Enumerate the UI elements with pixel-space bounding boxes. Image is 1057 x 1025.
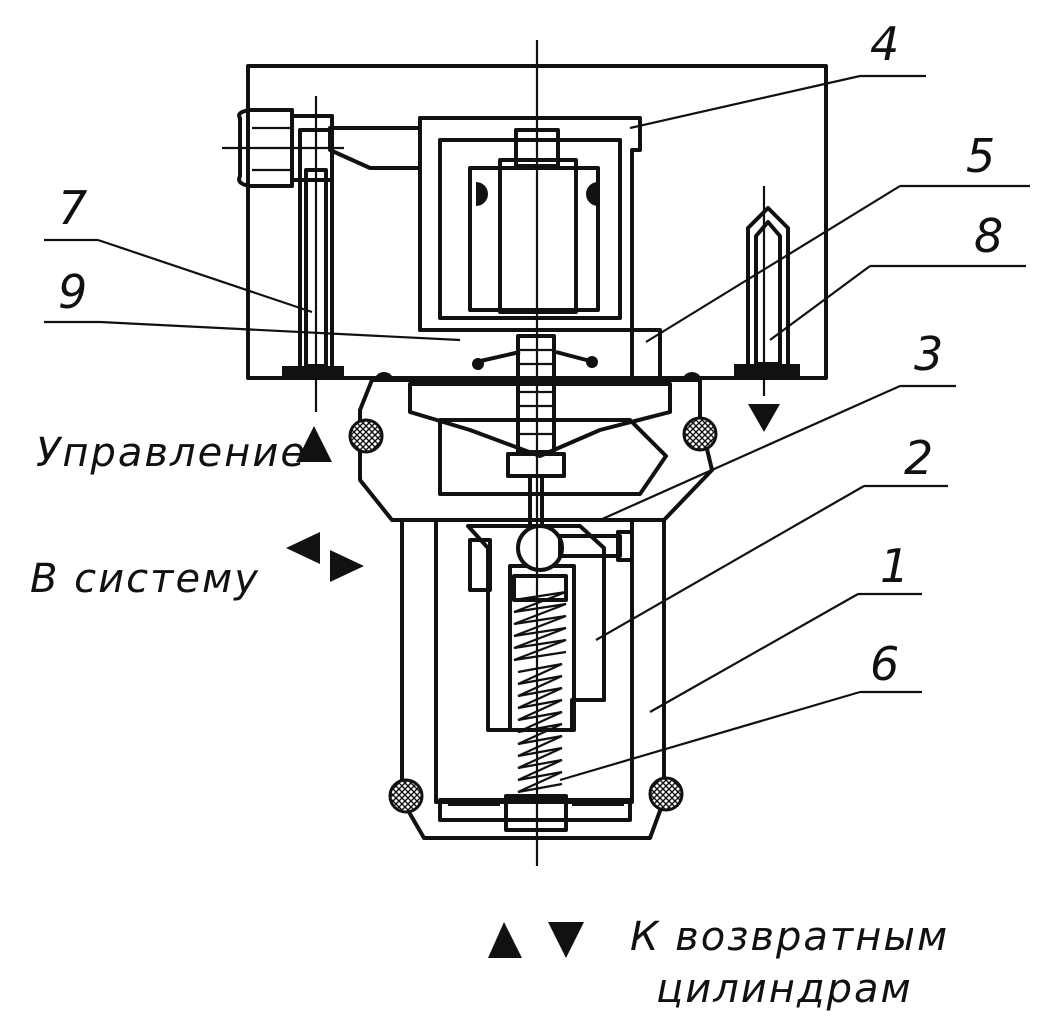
ball-part-3	[516, 524, 634, 572]
bottom-plate	[438, 794, 632, 832]
arrow-system-left	[286, 532, 320, 564]
callout-number-4: 4	[870, 17, 899, 71]
callout-number-8: 8	[974, 209, 1003, 263]
callout-number-3: 3	[914, 327, 943, 381]
label-to-system: В систему	[30, 556, 260, 602]
callout-number-2: 2	[904, 431, 933, 485]
callout-number-9: 9	[58, 265, 87, 319]
arrow-return-down	[548, 922, 584, 958]
o-ring-right-lower	[648, 776, 684, 812]
callout-number-1: 1	[880, 539, 909, 593]
screw-part-8	[734, 220, 800, 378]
arrow-system-right	[330, 550, 364, 582]
arrow-drain-down	[748, 404, 780, 432]
o-ring-small-right	[682, 372, 702, 382]
o-ring-left-lower	[388, 778, 424, 814]
screw-part-7	[282, 168, 344, 380]
label-to-return-line1: К возвратным	[630, 914, 949, 960]
arrow-control-up	[296, 426, 332, 462]
spring-part-6	[512, 574, 568, 794]
callout-leaders	[44, 74, 1030, 782]
label-control: Управление	[36, 430, 307, 476]
callout-number-6: 6	[870, 637, 899, 691]
o-ring-right-upper	[682, 416, 718, 452]
callout-number-7: 7	[58, 181, 87, 235]
callout-number-5: 5	[966, 129, 995, 183]
label-to-return-line2: цилиндрам	[656, 966, 913, 1012]
inner-cartridge	[438, 128, 622, 320]
o-ring-left-upper	[348, 418, 384, 454]
o-ring-small-left	[374, 372, 394, 382]
arrow-return-up	[488, 922, 522, 958]
valve-stem	[472, 334, 598, 528]
